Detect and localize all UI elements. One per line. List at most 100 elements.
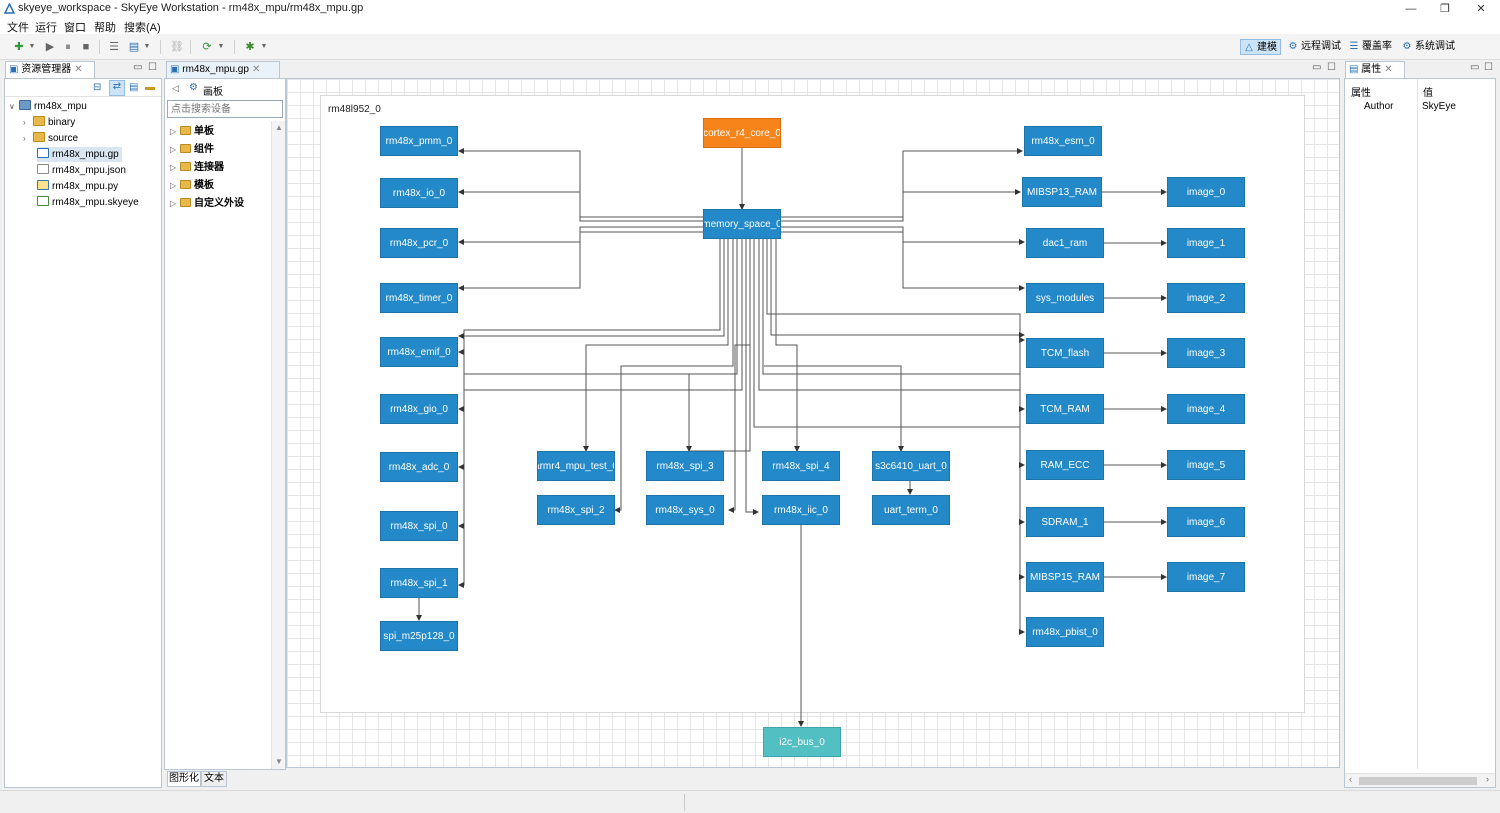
palette-item-components[interactable]: ▷组件	[170, 142, 214, 158]
close-icon[interactable]: ✕	[251, 64, 261, 75]
debug-bug-icon[interactable]: ✱	[245, 41, 255, 53]
node-rm48x-io[interactable]: rm48x_io_0	[380, 178, 458, 208]
board-container[interactable]: rm48l952_0	[320, 95, 1305, 713]
device-search-input[interactable]	[167, 100, 283, 118]
node-rm48x-pmm[interactable]: rm48x_pmm_0	[380, 126, 458, 156]
scroll-thumb[interactable]	[1359, 777, 1477, 785]
node-memory-space[interactable]: memory_space_0	[703, 209, 781, 239]
collapse-all-icon[interactable]: ⊟	[93, 82, 102, 93]
properties-hscrollbar[interactable]: ‹ ›	[1345, 773, 1495, 787]
tree-item-json-file[interactable]: rm48x_mpu.json	[37, 163, 126, 178]
link-icon[interactable]: ⛓	[170, 41, 184, 53]
minimize-panel-icon[interactable]: ▭	[133, 62, 143, 73]
tab-text[interactable]: 文本	[201, 771, 227, 787]
node-tcm-ram[interactable]: TCM_RAM	[1026, 394, 1104, 424]
perspective-remote-debug[interactable]: ⚙远程调试	[1285, 39, 1344, 55]
layout-dropdown-icon[interactable]: ▼	[143, 43, 151, 50]
node-rm48x-adc[interactable]: rm48x_adc_0	[380, 452, 458, 482]
node-mibsp13-ram[interactable]: MIBSP13_RAM	[1022, 177, 1102, 207]
node-dac1-ram[interactable]: dac1_ram	[1026, 228, 1104, 258]
back-arrow-icon[interactable]: ◁	[172, 83, 179, 93]
menu-help[interactable]: 帮助	[94, 22, 116, 34]
node-cortex-r4-core[interactable]: cortex_r4_core_0	[703, 118, 781, 148]
node-ram-ecc[interactable]: RAM_ECC	[1026, 450, 1104, 480]
refresh-icon[interactable]: ⟳	[202, 41, 212, 53]
collapsed-chevron-icon[interactable]: ▷	[170, 163, 177, 172]
tree-item-gp-file[interactable]: rm48x_mpu.gp	[37, 147, 122, 162]
refresh-dropdown-icon[interactable]: ▼	[217, 43, 225, 50]
scroll-up-icon[interactable]: ▲	[275, 123, 283, 132]
align-icon[interactable]: ☰	[109, 41, 119, 53]
restore-button[interactable]: ❐	[1440, 3, 1450, 15]
debug-dropdown-icon[interactable]: ▼	[260, 43, 268, 50]
palette-item-custom-peripherals[interactable]: ▷自定义外设	[170, 196, 244, 212]
tree-item-py-file[interactable]: rm48x_mpu.py	[37, 179, 118, 194]
tab-graphical[interactable]: 图形化	[167, 771, 201, 787]
minimize-editor-icon[interactable]: ▭	[1312, 62, 1322, 73]
node-rm48x-spi-3[interactable]: rm48x_spi_3	[646, 451, 724, 481]
node-armr4-mpu-test[interactable]: armr4_mpu_test_0	[537, 451, 615, 481]
node-image-1[interactable]: image_1	[1167, 228, 1245, 258]
node-rm48x-spi-1[interactable]: rm48x_spi_1	[380, 568, 458, 598]
tab-properties[interactable]: ▤ 属性✕	[1345, 61, 1405, 78]
maximize-panel-icon[interactable]: ☐	[148, 62, 157, 73]
node-image-3[interactable]: image_3	[1167, 338, 1245, 368]
node-mibsp15-ram[interactable]: MIBSP15_RAM	[1026, 562, 1104, 592]
node-rm48x-pcr[interactable]: rm48x_pcr_0	[380, 228, 458, 258]
collapsed-chevron-icon[interactable]: ▷	[170, 145, 177, 154]
node-sys-modules[interactable]: sys_modules	[1026, 283, 1104, 313]
pause-icon[interactable]: ⏸	[65, 41, 71, 53]
tree-item-skyeye-file[interactable]: rm48x_mpu.skyeye	[37, 195, 139, 210]
new-dropdown-icon[interactable]: ▼	[28, 43, 36, 50]
palette-item-connectors[interactable]: ▷连接器	[170, 160, 224, 176]
menu-file[interactable]: 文件	[7, 22, 29, 34]
tree-item-binary[interactable]: ›binary	[23, 116, 76, 128]
node-image-4[interactable]: image_4	[1167, 394, 1245, 424]
tab-editor-gp[interactable]: ▣ rm48x_mpu.gp✕	[166, 61, 280, 78]
node-sdram-1[interactable]: SDRAM_1	[1026, 507, 1104, 537]
node-image-5[interactable]: image_5	[1167, 450, 1245, 480]
node-rm48x-spi-4[interactable]: rm48x_spi_4	[762, 451, 840, 481]
collapsed-chevron-icon[interactable]: ›	[23, 134, 26, 143]
maximize-editor-icon[interactable]: ☐	[1327, 62, 1336, 73]
scroll-left-icon[interactable]: ‹	[1349, 774, 1352, 784]
tree-item-source[interactable]: ›source	[23, 132, 79, 144]
node-rm48x-timer[interactable]: rm48x_timer_0	[380, 283, 458, 313]
perspective-modeling[interactable]: △建模	[1240, 39, 1281, 55]
palette-item-templates[interactable]: ▷模板	[170, 178, 214, 194]
layout-icon[interactable]: ▤	[128, 41, 140, 53]
palette-item-boards[interactable]: ▷单板	[170, 124, 214, 140]
link-editor-icon[interactable]: ⇄	[109, 80, 125, 96]
open-folder-icon[interactable]: ▬	[145, 82, 155, 93]
collapsed-chevron-icon[interactable]: ›	[23, 118, 26, 127]
minimize-button[interactable]: —	[1405, 3, 1417, 15]
stop-icon[interactable]: ■	[82, 41, 90, 53]
expanded-chevron-icon[interactable]: ∨	[9, 102, 15, 111]
node-rm48x-spi-2[interactable]: rm48x_spi_2	[537, 495, 615, 525]
tree-item-project[interactable]: ∨rm48x_mpu	[9, 100, 87, 112]
node-spi-m25p128[interactable]: spi_m25p128_0	[380, 621, 458, 651]
node-image-2[interactable]: image_2	[1167, 283, 1245, 313]
node-rm48x-gio[interactable]: rm48x_gio_0	[380, 394, 458, 424]
node-rm48x-spi-0[interactable]: rm48x_spi_0	[380, 511, 458, 541]
node-s3c6410-uart[interactable]: s3c6410_uart_0	[872, 451, 950, 481]
node-rm48x-pbist[interactable]: rm48x_pbist_0	[1026, 617, 1104, 647]
menu-window[interactable]: 窗口	[64, 22, 86, 34]
collapsed-chevron-icon[interactable]: ▷	[170, 127, 177, 136]
node-rm48x-emif[interactable]: rm48x_emif_0	[380, 337, 458, 367]
menu-run[interactable]: 运行	[35, 22, 57, 34]
perspective-coverage[interactable]: ☰覆盖率	[1346, 39, 1395, 55]
close-icon[interactable]: ✕	[74, 64, 83, 75]
maximize-properties-icon[interactable]: ☐	[1484, 62, 1493, 73]
node-image-7[interactable]: image_7	[1167, 562, 1245, 592]
scroll-right-icon[interactable]: ›	[1486, 774, 1489, 784]
run-icon[interactable]: ▶	[45, 41, 55, 53]
node-rm48x-esm[interactable]: rm48x_esm_0	[1024, 126, 1102, 156]
node-tcm-flash[interactable]: TCM_flash	[1026, 338, 1104, 368]
collapsed-chevron-icon[interactable]: ▷	[170, 181, 177, 190]
tab-explorer[interactable]: ▣ 资源管理器✕	[5, 61, 95, 78]
perspective-system-debug[interactable]: ⚙系统调试	[1399, 39, 1458, 55]
palette-scrollbar[interactable]: ▲ ▼	[271, 121, 285, 769]
node-rm48x-sys[interactable]: rm48x_sys_0	[646, 495, 724, 525]
close-window-button[interactable]: ✕	[1476, 3, 1486, 15]
